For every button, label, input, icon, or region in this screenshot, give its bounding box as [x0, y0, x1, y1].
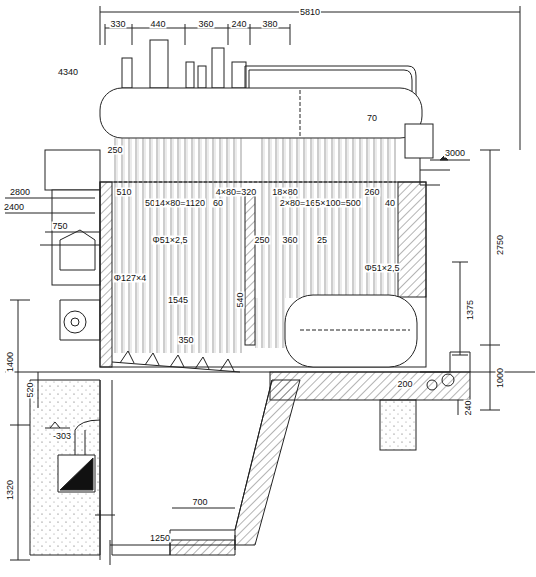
dimension-label: 4×80=320 — [215, 188, 258, 197]
dimension-label: Φ51×2,5 — [152, 236, 189, 245]
dimension-label: 1545 — [167, 296, 189, 305]
dimension-label: 18×80 — [271, 188, 298, 197]
dimension-label: 4340 — [57, 68, 79, 77]
dimension-label: 350 — [177, 336, 194, 345]
dimension-label: 360 — [197, 20, 214, 29]
dimension-label: 2800 — [9, 188, 31, 197]
dimension-label: 14×80=1120 — [154, 199, 206, 208]
dimension-label: 520 — [26, 381, 35, 398]
dimension-label: 200 — [396, 380, 413, 389]
dimension-label: 1000 — [496, 367, 505, 389]
dimension-label: 1375 — [466, 299, 475, 321]
dimension-label: Φ51×2,5 — [364, 264, 401, 273]
dimension-label: 380 — [261, 20, 278, 29]
dimension-label: 240 — [230, 20, 247, 29]
dimension-label: 25 — [316, 236, 328, 245]
dimension-label: Φ127×4 — [113, 274, 147, 283]
dimension-label: 360 — [281, 236, 298, 245]
dimension-label: 70 — [366, 114, 378, 123]
dimension-label: 1320 — [6, 479, 15, 501]
dimension-label: 2400 — [3, 203, 25, 212]
dimension-label: 240 — [464, 399, 473, 416]
dimension-label: 5×100=500 — [314, 199, 362, 208]
dimension-label: 260 — [363, 188, 380, 197]
dimension-label: -303 — [52, 432, 72, 441]
dimension-label: 2750 — [496, 234, 505, 256]
dimension-label: 1400 — [6, 351, 15, 373]
dimension-label: 540 — [236, 291, 245, 308]
dimension-label: 250 — [253, 236, 270, 245]
dimension-label: 3000 — [444, 149, 466, 158]
dimension-label: 5810 — [299, 8, 321, 17]
dimension-label: 250 — [106, 146, 123, 155]
dimension-label: 510 — [115, 188, 132, 197]
dimension-label: 330 — [109, 20, 126, 29]
dimension-label: 440 — [149, 20, 166, 29]
dimension-label: 750 — [51, 222, 68, 231]
dimension-label: 1250 — [149, 534, 171, 543]
dimension-label: 700 — [191, 498, 208, 507]
dimension-label: 40 — [384, 199, 396, 208]
dimension-label: 60 — [212, 199, 224, 208]
